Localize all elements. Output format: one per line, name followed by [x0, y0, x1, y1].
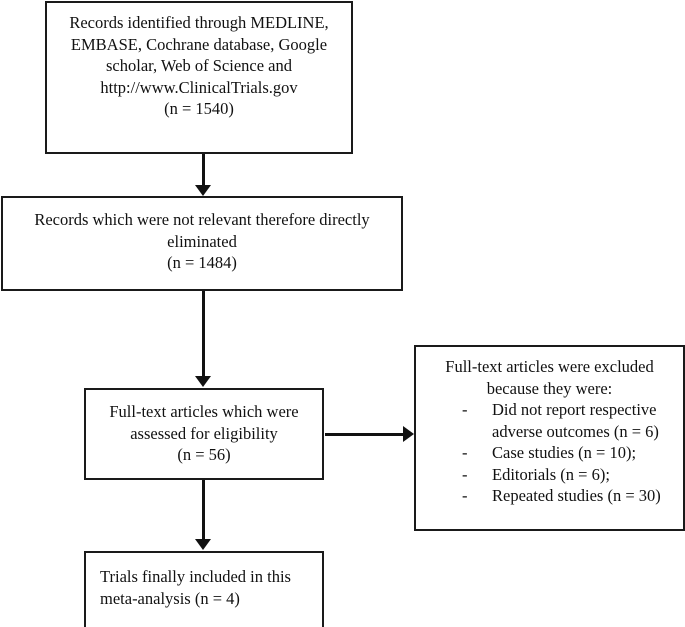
arrow-eliminated-to-eligibility-line [202, 291, 205, 377]
arrow-eligibility-to-excluded-line [325, 433, 405, 436]
list-dash-icon: - [462, 486, 468, 505]
list-dash-icon: - [462, 464, 468, 484]
list-dash-icon: - [462, 443, 468, 462]
arrow-identification-to-eliminated-head [195, 185, 211, 196]
arrow-eliminated-to-eligibility-head [195, 376, 211, 387]
arrow-eligibility-to-included-line [202, 480, 205, 540]
node-trials-included: Trials finally included in this meta-ana… [84, 551, 324, 627]
node-fulltext-excluded: Full-text articles were excluded because… [414, 345, 685, 531]
excluded-reason-text: Did not report respective adverse outcom… [492, 400, 659, 441]
excluded-reason-text: Repeated studies (n = 30) [492, 486, 661, 505]
node-records-eliminated: Records which were not relevant therefor… [1, 196, 403, 291]
arrow-identification-to-eliminated-line [202, 154, 205, 187]
excluded-reason-item: - Repeated studies (n = 30) [416, 485, 677, 507]
excluded-reason-list: - Did not report respective adverse outc… [416, 399, 683, 507]
excluded-reason-item: - Case studies (n = 10); [416, 442, 677, 464]
node-records-eliminated-text: Records which were not relevant therefor… [34, 210, 370, 272]
node-records-identified-text: Records identified through MEDLINE, EMBA… [69, 13, 329, 118]
excluded-reason-text: Case studies (n = 10); [492, 443, 637, 462]
node-fulltext-eligibility: Full-text articles which were assessed f… [84, 388, 324, 480]
excluded-reason-item: - Editorials (n = 6); [416, 464, 677, 486]
node-fulltext-excluded-heading: Full-text articles were excluded because… [445, 357, 654, 398]
arrow-eligibility-to-excluded-head [403, 426, 414, 442]
excluded-reason-item: - Did not report respective adverse outc… [416, 399, 677, 442]
arrow-eligibility-to-included-head [195, 539, 211, 550]
node-records-identified: Records identified through MEDLINE, EMBA… [45, 1, 353, 154]
node-fulltext-eligibility-text: Full-text articles which were assessed f… [109, 402, 299, 464]
excluded-reason-text: Editorials (n = 6); [492, 464, 610, 484]
node-trials-included-text: Trials finally included in this meta-ana… [100, 567, 291, 608]
list-dash-icon: - [462, 400, 468, 419]
